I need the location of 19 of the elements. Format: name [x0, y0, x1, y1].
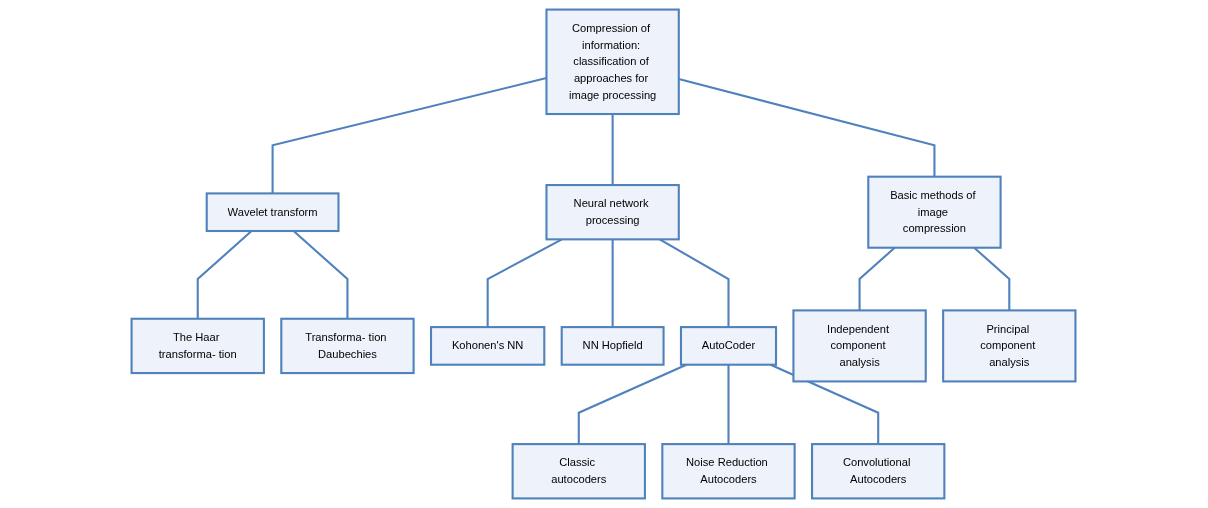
node-box: Compression of information: classification of approaches for image processing [545, 8, 681, 116]
node-box: Basic methods of image compression [867, 175, 1003, 249]
node-box: AutoCoder [680, 326, 778, 366]
node-box: Classic autocoders [512, 443, 647, 500]
node-box: Neural network processing [545, 184, 681, 241]
node-box: Kohonen's NN [430, 326, 546, 366]
node-box: Convolutional Autocoders [811, 443, 946, 500]
node-box: Noise Reduction Autocoders [661, 443, 797, 500]
node-box: The Haar transforma- tion [131, 317, 266, 375]
node-box: Principal component analysis [942, 309, 1077, 383]
connector [612, 239, 615, 328]
connector [727, 364, 730, 445]
node-box: Wavelet transform [206, 192, 340, 233]
connector [612, 114, 615, 186]
node-box: Independent component analysis [792, 309, 928, 383]
node-box: NN Hopfield [561, 326, 666, 366]
node-box: Transforma- tion Daubechies [280, 317, 416, 375]
connector [770, 363, 880, 445]
connector [679, 77, 936, 177]
